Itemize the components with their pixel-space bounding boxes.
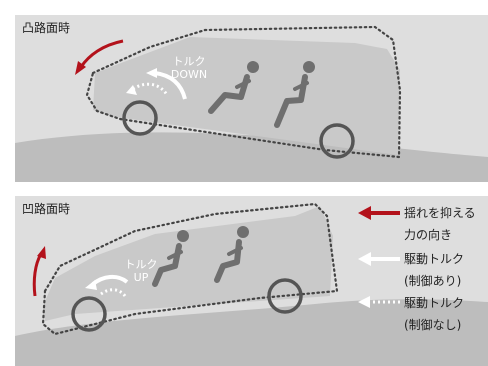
convex-road-illustration [15,25,488,182]
panel-title: 凹路面時 [22,202,71,216]
torque-label-line2: UP [133,271,149,284]
panel-concave-road: 凹路面時 トルク UP [15,196,488,366]
torque-label-line1: トルク [172,55,206,68]
white-arrow-head [146,68,157,78]
torque-down-label: トルク DOWN [166,55,212,81]
wheel-icon [319,123,355,159]
red-arrow-icon [79,39,124,68]
wheel-icon [267,278,303,314]
concave-road-illustration [15,202,488,366]
car-body [93,37,400,155]
wheel-icon [122,100,158,136]
seated-person-icon [274,61,315,128]
white-arrow-head [126,85,137,95]
torque-label-line1: トルク [124,258,158,271]
white-arrow-head [85,280,97,290]
dotted-white-arrow-icon [132,82,169,96]
solid-white-arrow-icon [154,71,187,100]
seated-person-icon [152,230,189,287]
ground [15,132,488,182]
ground [15,299,488,366]
seated-person-icon [214,226,249,283]
red-arrow-icon [32,253,43,297]
wheel-icon [71,296,107,332]
car-body [43,206,333,321]
torque-label-line2: DOWN [170,68,208,81]
dotted-car-outline [85,25,402,159]
panel-convex-road: 凸路面時 トルク DOWN [15,15,488,182]
dotted-car-outline [41,202,339,336]
red-arrow-head [37,246,46,259]
seated-person-icon [208,61,259,114]
red-arrow-head [75,61,86,75]
panel-title: 凸路面時 [22,21,71,35]
solid-white-arrow-icon [91,275,129,286]
torque-up-label: トルク UP [121,258,161,284]
